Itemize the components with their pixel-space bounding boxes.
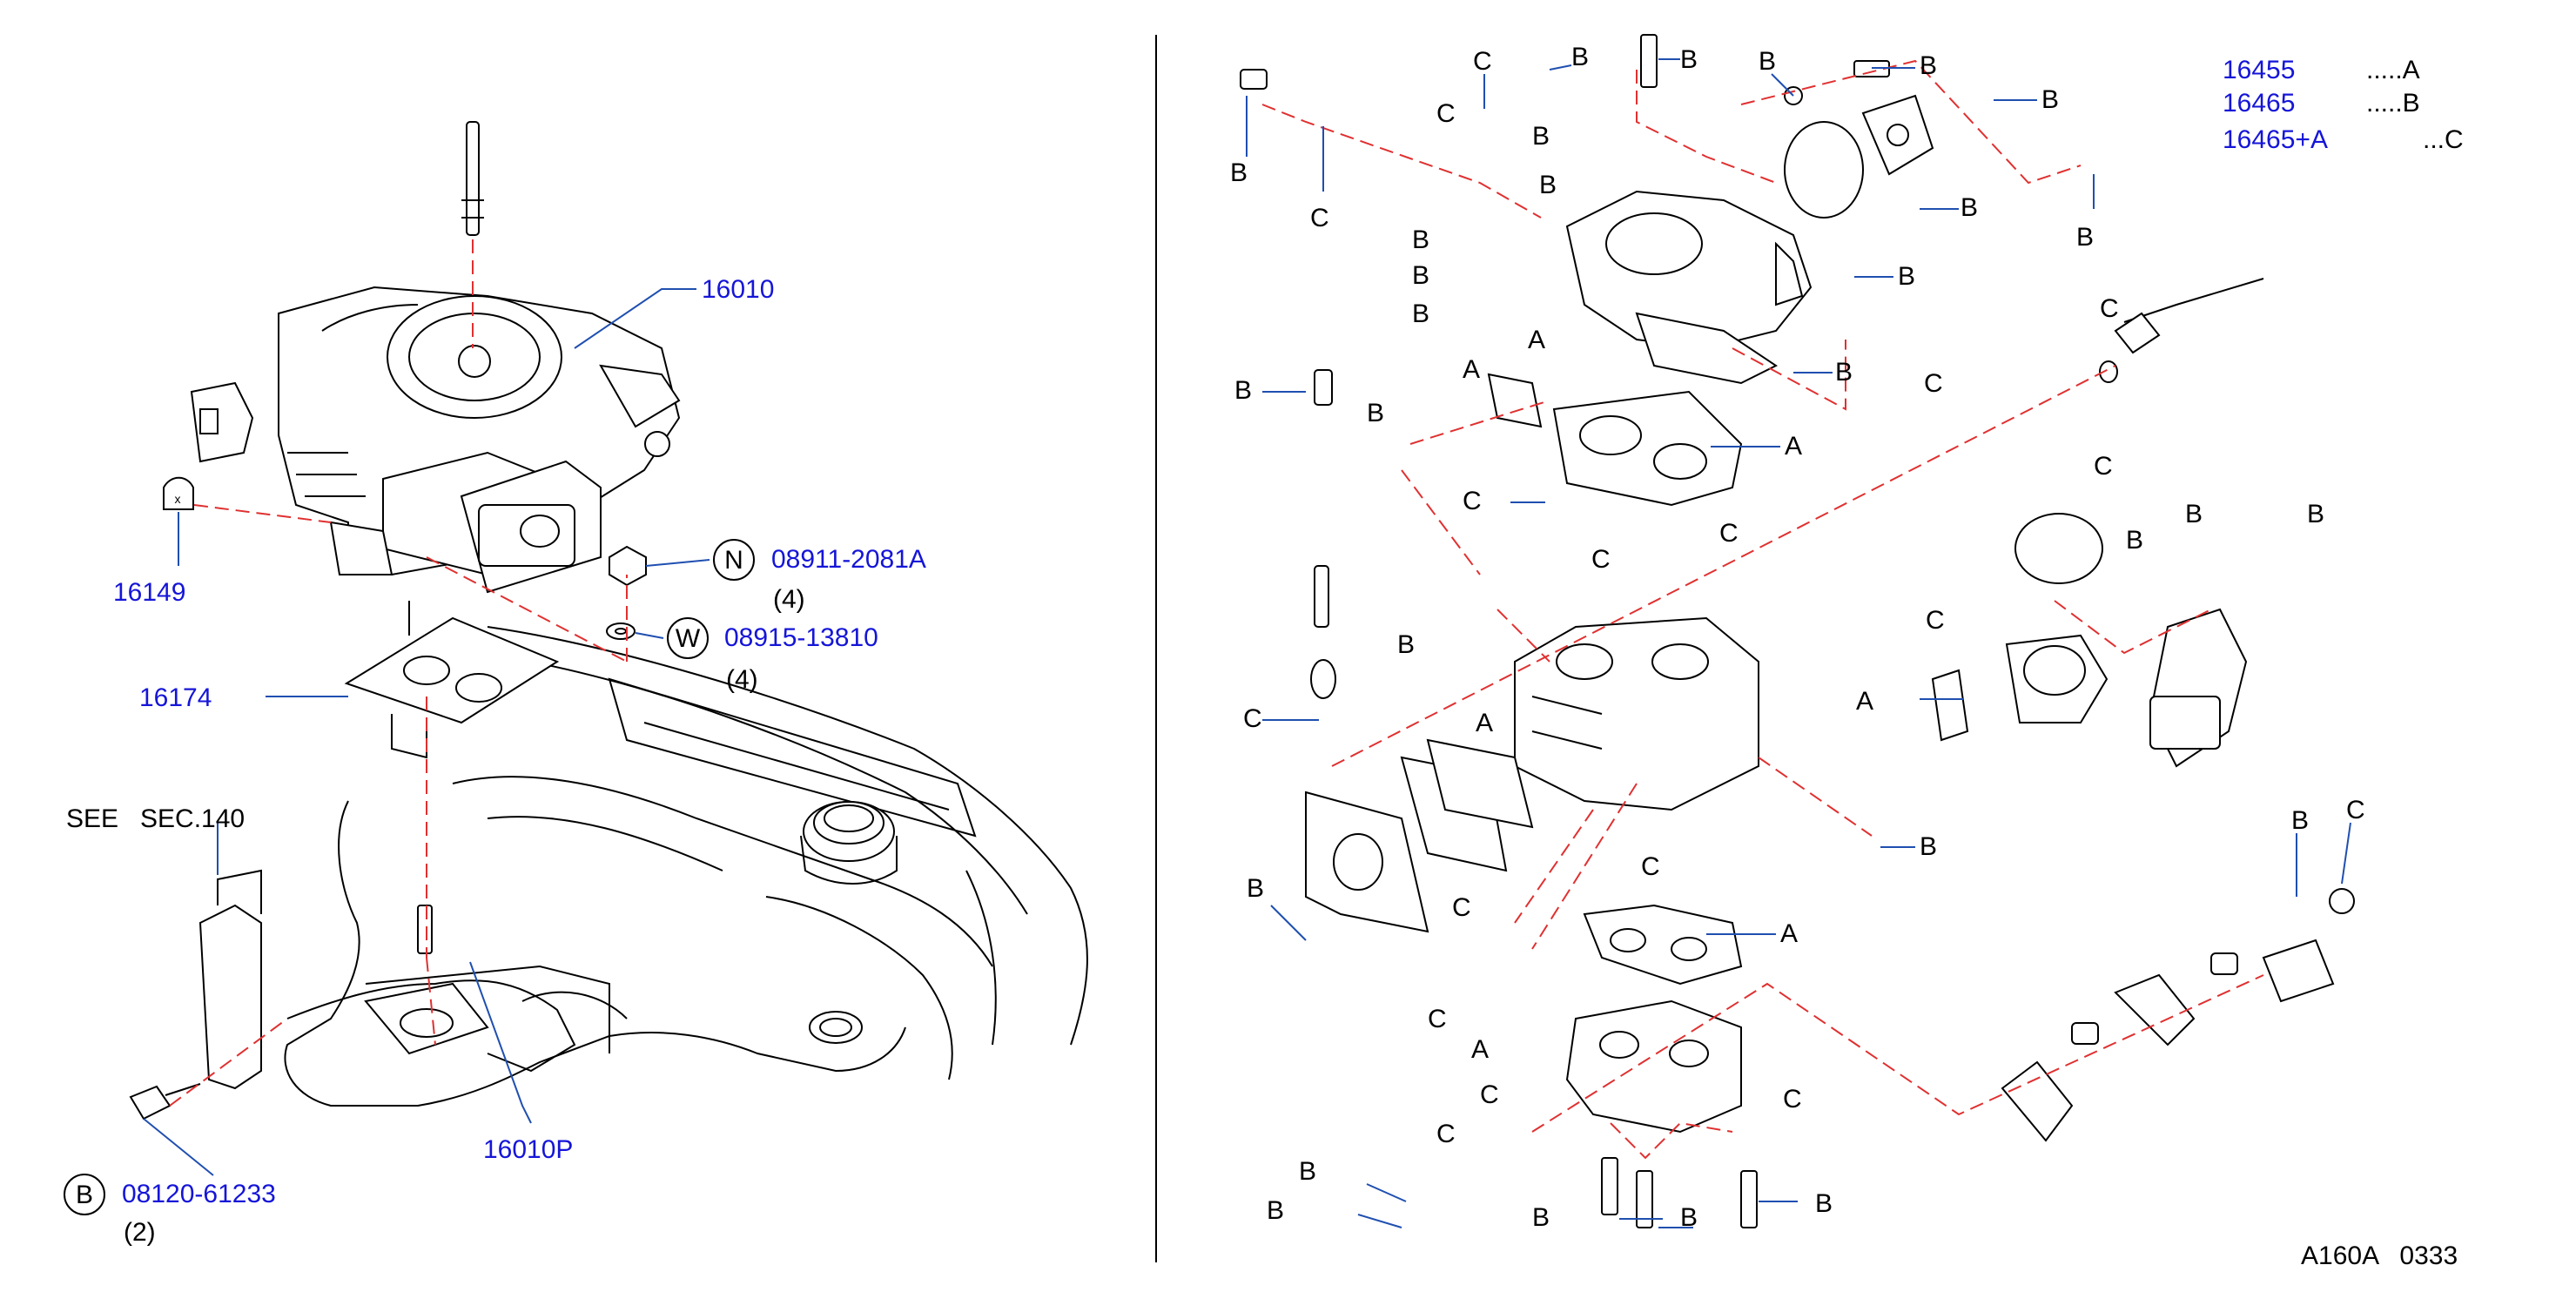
bolt-symbol-circle (64, 1174, 105, 1215)
right-callouts: B C C C B B B B B B B B B B B B B B A A … (1230, 43, 2365, 1232)
legend-code-2: .....B (2366, 89, 2420, 118)
callout-b: B (2126, 526, 2143, 555)
callout-b: B (1230, 158, 1248, 187)
legend: 16455 .....A 16465 .....B 16465+A ...C (2223, 56, 2464, 154)
callout-c: C (1924, 369, 1943, 398)
callout-b: B (2307, 500, 2324, 528)
callout-c: C (1428, 1005, 1447, 1033)
callout-b: B (1920, 832, 1937, 861)
nut-symbol-circle (713, 539, 755, 581)
part-number-16010: 16010 (702, 275, 774, 304)
callout-c: C (1436, 1120, 1456, 1148)
callout-c: C (1926, 606, 1945, 635)
right-leader-lines (1246, 58, 2351, 1228)
legend-part-2: 16465 (2223, 89, 2295, 118)
bolt-quantity: (2) (124, 1218, 156, 1247)
washer-symbol-circle (667, 617, 709, 659)
callout-c: C (1463, 487, 1482, 515)
callout-b: B (2041, 85, 2059, 114)
callout-c: C (1452, 893, 1471, 922)
callout-a: A (1471, 1035, 1489, 1064)
washer-part-number: 08915-13810 (724, 623, 878, 652)
callout-b: B (1920, 51, 1937, 80)
callout-a: A (1856, 687, 1873, 716)
callout-c: C (1719, 519, 1739, 548)
callout-c: C (2100, 294, 2119, 323)
footer-code: A160A 0333 (2301, 1242, 2458, 1270)
legend-part-3: 16465+A (2223, 125, 2328, 154)
left-labels: 16010 16149 16174 16010P SEE SEC.140 N 0… (64, 275, 926, 1247)
callout-b: B (1680, 1203, 1698, 1232)
callout-b: B (1532, 122, 1550, 151)
callout-a: A (1463, 355, 1480, 384)
callout-b: B (1539, 171, 1557, 199)
callout-a: A (1785, 432, 1802, 461)
callout-b: B (1412, 299, 1429, 328)
callout-c: C (1436, 99, 1456, 128)
part-number-16174: 16174 (139, 683, 212, 712)
callout-a: A (1528, 326, 1545, 354)
carburetor-assembly-drawing: x (163, 286, 681, 640)
see-section-note: SEE SEC.140 (66, 804, 245, 833)
svg-text:x: x (175, 492, 181, 506)
callout-b: B (1532, 1203, 1550, 1232)
callout-b: B (1234, 376, 1252, 405)
bolt-symbol: B (76, 1181, 93, 1209)
callout-b: B (1397, 630, 1415, 659)
callout-b: B (2076, 223, 2094, 252)
nut-symbol: N (724, 546, 743, 575)
callout-b: B (2185, 500, 2203, 528)
callout-b: B (1898, 262, 1915, 291)
callout-c: C (1480, 1080, 1499, 1109)
washer-quantity: (4) (726, 665, 758, 694)
callout-b: B (1299, 1157, 1316, 1186)
callout-c: C (1783, 1085, 1802, 1114)
washer-symbol: W (676, 624, 701, 653)
callout-a: A (1780, 919, 1798, 948)
callout-b: B (1961, 193, 1978, 222)
legend-code-1: .....A (2366, 56, 2420, 84)
callout-c: C (1641, 852, 1660, 881)
callout-b: B (1759, 47, 1776, 76)
nut-quantity: (4) (773, 585, 805, 614)
engine-block-drawing (129, 121, 1088, 1120)
callout-b: B (1835, 358, 1853, 387)
legend-part-1: 16455 (2223, 56, 2295, 84)
callout-a: A (1476, 709, 1493, 737)
callout-c: C (1310, 204, 1329, 232)
callout-b: B (1412, 261, 1429, 290)
left-assembly-lines (169, 239, 628, 1107)
callout-b: B (1680, 45, 1698, 74)
left-leader-lines (143, 288, 710, 1176)
callout-c: C (1473, 47, 1492, 76)
callout-c: C (1243, 704, 1262, 733)
callout-b: B (1571, 43, 1589, 71)
right-assembly-lines (1261, 59, 2264, 1160)
callout-b: B (1412, 225, 1429, 254)
callout-b: B (1815, 1189, 1833, 1218)
callout-c: C (2346, 796, 2365, 824)
legend-code-3: ...C (2423, 125, 2464, 154)
callout-b: B (2291, 806, 2309, 835)
callout-b: B (1247, 874, 1264, 903)
callout-c: C (1591, 545, 1611, 574)
callout-b: B (1367, 399, 1384, 427)
part-number-16010p: 16010P (483, 1135, 573, 1164)
callout-c: C (2094, 452, 2113, 481)
nut-part-number: 08911-2081A (771, 545, 926, 574)
callout-b: B (1267, 1196, 1284, 1225)
part-number-16149: 16149 (113, 578, 185, 607)
bolt-part-number: 08120-61233 (122, 1180, 276, 1208)
